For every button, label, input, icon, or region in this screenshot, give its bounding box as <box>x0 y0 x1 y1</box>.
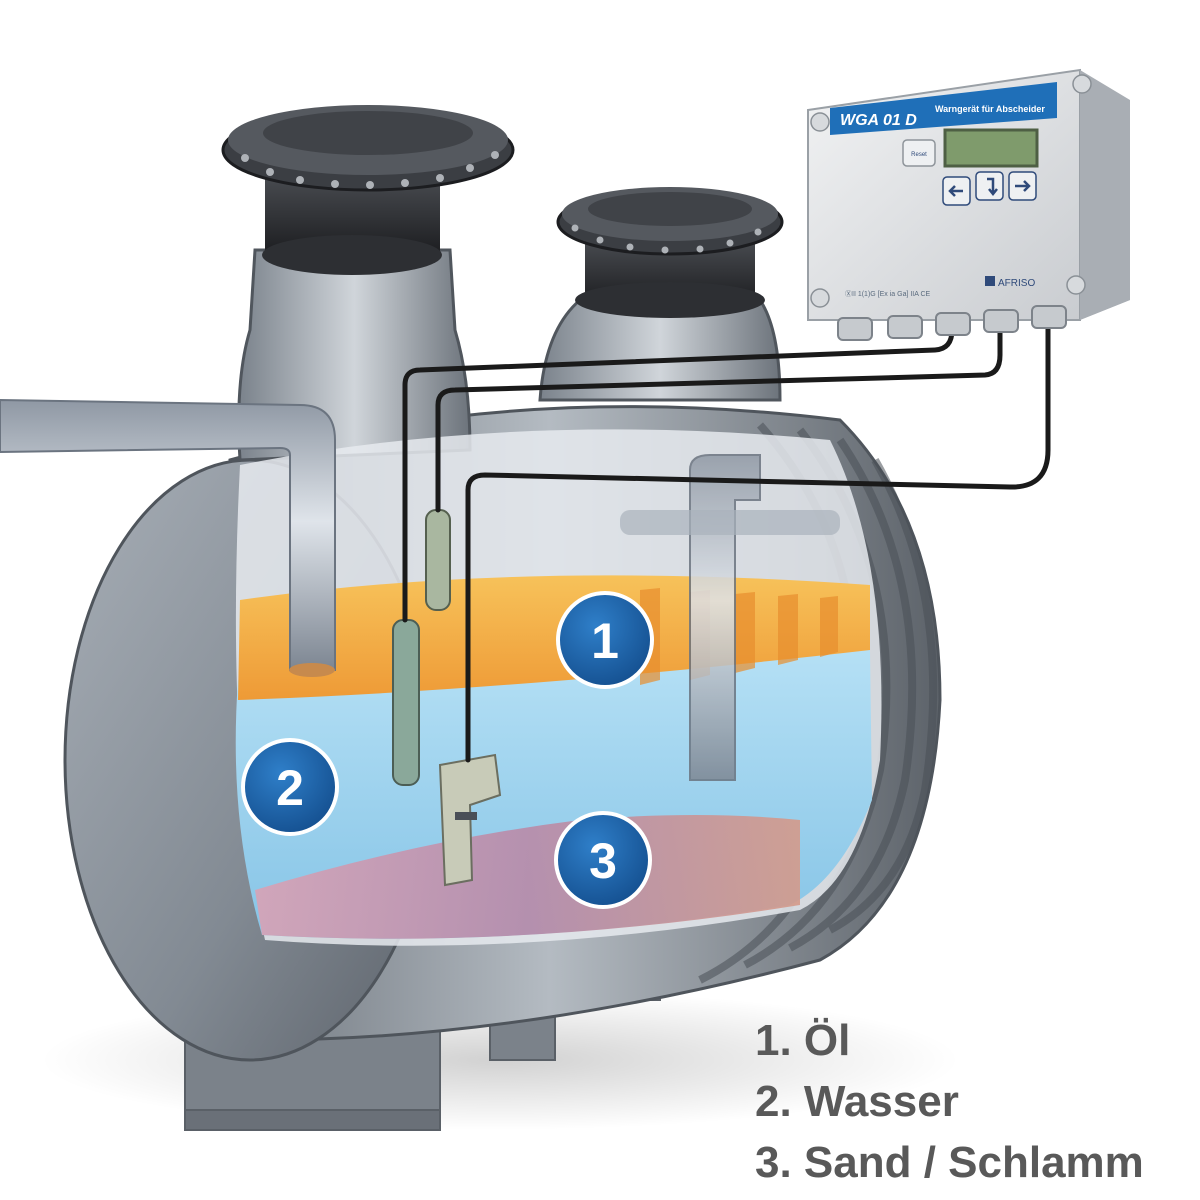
device-left-arrow-button[interactable] <box>942 176 971 206</box>
level-float-probe <box>425 509 451 611</box>
sensor-cables <box>402 317 1051 763</box>
afriso-logo-icon <box>985 276 995 286</box>
badge-sludge: 3 <box>554 811 652 909</box>
badge-2-number: 2 <box>276 760 304 816</box>
device-lcd-display <box>943 128 1039 168</box>
reset-button-label: Reset <box>911 152 927 158</box>
sludge-sensor <box>438 753 502 887</box>
badge-water: 2 <box>241 738 339 836</box>
oil-probe <box>392 619 420 786</box>
device-brand-label: AFRISO <box>998 278 1035 289</box>
sludge-layer <box>255 815 800 939</box>
right-manhole-dome <box>538 187 784 402</box>
arrow-down-enter-icon <box>987 177 998 197</box>
legend: 1. Öl 2. Wasser 3. Sand / Schlamm <box>755 1010 1144 1193</box>
arrow-right-icon <box>1015 180 1031 192</box>
legend-item-sludge: 3. Sand / Schlamm <box>755 1138 1144 1187</box>
right-flange-bolts <box>571 224 762 254</box>
badge-oil: 1 <box>556 591 654 689</box>
inlet-pipe <box>0 398 336 677</box>
badge-3-number: 3 <box>589 833 617 889</box>
left-flange-bolts <box>241 151 499 189</box>
badge-1-number: 1 <box>591 613 619 669</box>
arrow-left-icon <box>948 185 963 197</box>
device-model-label: WGA 01 D <box>840 112 917 129</box>
device-reset-button[interactable]: Reset <box>902 139 936 167</box>
device-screws <box>810 74 1092 308</box>
legend-item-oil: 1. Öl <box>755 1016 851 1065</box>
device-enter-button[interactable] <box>975 171 1004 201</box>
device-certification-text: ⓍII 1(1)G [Ex ia Ga] IIA CE <box>845 290 931 298</box>
legend-item-water: 2. Wasser <box>755 1077 959 1126</box>
outlet-pipe <box>620 454 840 781</box>
warning-device: WGA 01 D Warngerät für Abscheider Reset … <box>807 68 1130 341</box>
device-right-arrow-button[interactable] <box>1008 171 1037 201</box>
device-subtitle-label: Warngerät für Abscheider <box>935 104 1045 114</box>
device-cable-glands <box>837 305 1067 341</box>
